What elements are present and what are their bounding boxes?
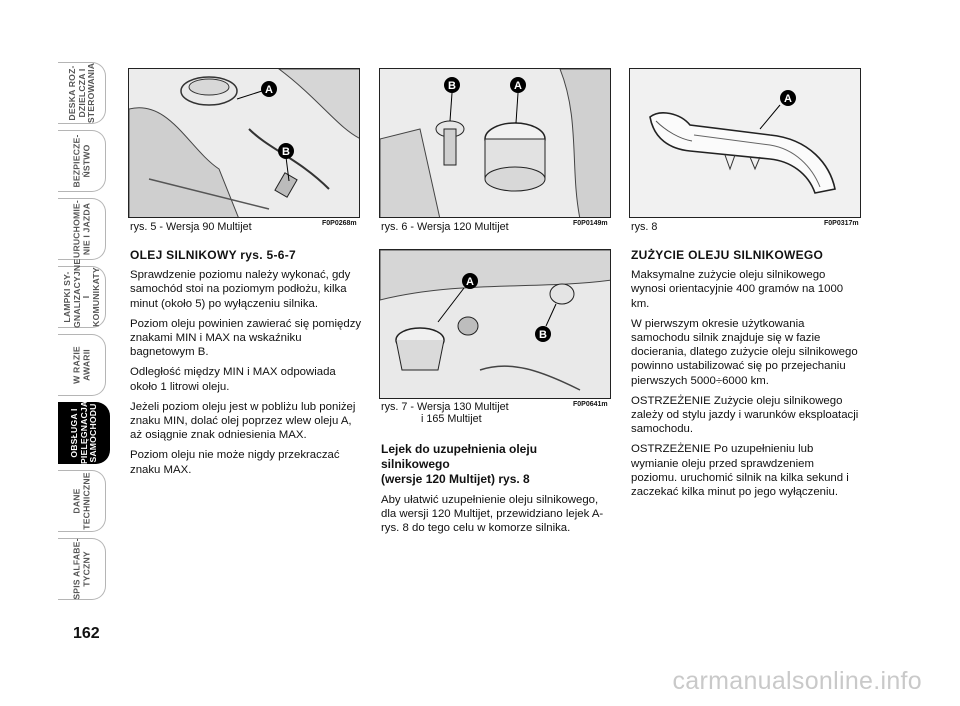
callout-a-badge: A [261, 81, 277, 97]
figure-7-code: F0P0641m [573, 401, 608, 408]
figure-6-code: F0P0149m [573, 220, 608, 227]
figure-6-caption: rys. 6 - Wersja 120 Multijet [381, 221, 509, 233]
svg-text:B: B [448, 80, 456, 92]
callout-a-badge: A [780, 90, 796, 106]
svg-text:A: A [784, 93, 792, 105]
callout-a-badge: A [462, 273, 478, 289]
callout-a-badge: A [510, 77, 526, 93]
engine-illustration-5: A B [129, 69, 359, 217]
paragraph: Poziom oleju powinien zawierać się pomię… [130, 317, 362, 359]
paragraph: OSTRZEŻENIE Zużycie oleju silnikowego za… [631, 394, 859, 436]
svg-text:A: A [514, 80, 522, 92]
paragraph: Sprawdzenie poziomu należy wykonać, gdy … [130, 269, 351, 310]
engine-illustration-6: B A [380, 69, 610, 217]
figure-7-caption-line2: i 165 Multijet [421, 413, 482, 425]
svg-text:B: B [539, 329, 547, 341]
tab-uruchomienie[interactable]: URUCHOMIE- NIE I JAZDA [58, 198, 106, 260]
figure-5-caption: rys. 5 - Wersja 90 Multijet [130, 221, 252, 233]
figure-8-caption: rys. 8 [631, 221, 658, 233]
tab-label: OBSŁUGA I PIELĘGNACJA SAMOCHODU [68, 400, 98, 464]
column-oil-consumption: ZUŻYCIE OLEJU SILNIKOWEGO Maksymalne zuż… [631, 248, 863, 505]
tab-label: SPIS ALFABE- TYCZNY [71, 538, 91, 600]
paragraph: Poziom oleju nie może nigdy przekraczać … [130, 449, 340, 476]
tab-label: LAMPKI SY- GNALIZACYJNE I KOMUNIKATY [61, 258, 101, 328]
funnel-illustration: A [630, 69, 860, 217]
figure-7-caption-line1: rys. 7 - Wersja 130 Multijet [381, 401, 509, 413]
column-oil-level: OLEJ SILNIKOWY rys. 5-6-7 Sprawdzenie po… [130, 248, 362, 483]
svg-text:A: A [265, 84, 273, 96]
section-heading: OLEJ SILNIKOWY rys. 5-6-7 [130, 248, 296, 262]
tab-dane-techniczne[interactable]: DANE TECHNICZNE [58, 470, 106, 532]
figure-7: A B [379, 249, 611, 399]
watermark: carmanualsonline.info [672, 667, 922, 695]
section-heading: ZUŻYCIE OLEJU SILNIKOWEGO [631, 248, 824, 262]
column-funnel: Lejek do uzupełnienia oleju silnikowego … [381, 442, 613, 542]
svg-text:B: B [282, 146, 290, 158]
paragraph: W pierwszym okresie użytkowania samochod… [631, 317, 858, 387]
engine-illustration-7: A B [380, 250, 610, 398]
tab-label: DESKA ROZ- DZIELCZA I STEROWANIA [66, 62, 96, 124]
figure-5: A B [128, 68, 360, 218]
figure-6: B A [379, 68, 611, 218]
paragraph: Jeżeli poziom oleju jest w pobliżu lub p… [130, 400, 356, 442]
paragraph: Odległość między MIN i MAX odpowiada oko… [130, 366, 336, 393]
tab-obsluga[interactable]: OBSŁUGA I PIELĘGNACJA SAMOCHODU [58, 400, 110, 464]
tab-w-razie-awarii[interactable]: W RAZIE AWARII [58, 334, 106, 396]
tab-label: DANE TECHNICZNE [71, 472, 91, 530]
paragraph: Aby ułatwić uzupełnienie oleju silnikowe… [381, 494, 604, 535]
figure-5-code: F0P0268m [322, 220, 357, 227]
figure-8: A [629, 68, 861, 218]
page-number: 162 [73, 625, 100, 642]
figure-8-code: F0P0317m [824, 220, 859, 227]
tab-bezpieczenstwo[interactable]: BEZPIECZE- ŃSTWO [58, 130, 106, 192]
callout-b-badge: B [278, 143, 294, 159]
tab-lampki[interactable]: LAMPKI SY- GNALIZACYJNE I KOMUNIKATY [58, 258, 106, 328]
callout-b-badge: B [535, 326, 551, 342]
figure-7-caption: rys. 7 - Wersja 130 Multijet i 165 Multi… [381, 401, 509, 425]
paragraph: Maksymalne zużycie oleju silnikowego wyn… [631, 269, 844, 310]
tab-deska-rozdzielcza[interactable]: DESKA ROZ- DZIELCZA I STEROWANIA [58, 62, 106, 124]
svg-text:A: A [466, 276, 474, 288]
tab-label: URUCHOMIE- NIE I JAZDA [71, 200, 91, 258]
tab-spis-alfabetyczny[interactable]: SPIS ALFABE- TYCZNY [58, 538, 106, 600]
tab-label: W RAZIE AWARII [71, 346, 91, 384]
tab-label: BEZPIECZE- ŃSTWO [71, 134, 91, 188]
subsection-heading: Lejek do uzupełnienia oleju silnikowego … [381, 442, 538, 486]
paragraph: OSTRZEŻENIE Po uzupełnieniu lub wymianie… [631, 443, 849, 499]
callout-b-badge: B [444, 77, 460, 93]
